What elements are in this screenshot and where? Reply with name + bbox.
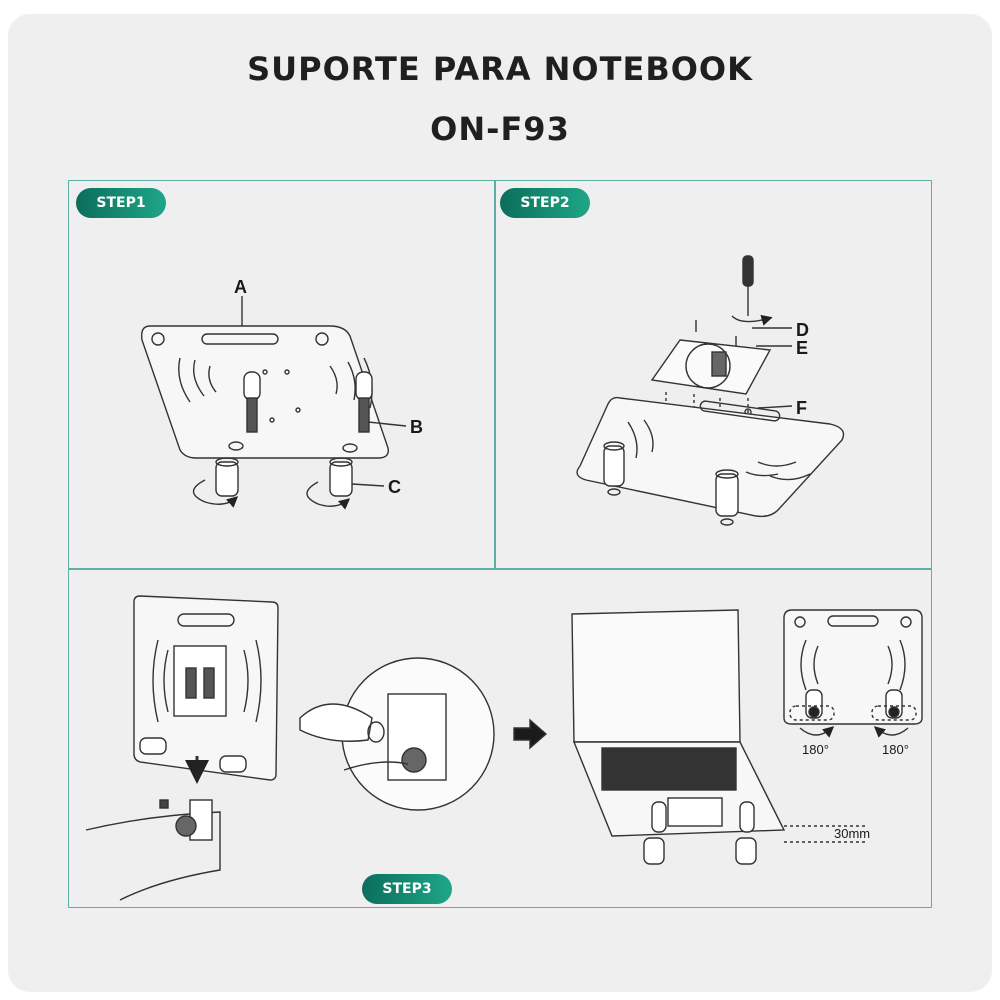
label-e: E [796,338,808,358]
step1-plate-illustration [140,296,407,510]
step3-mount-illustration [85,595,923,901]
step1-panel [68,180,496,570]
label-c: C [388,477,401,497]
label-a: A [234,277,247,297]
step3-panel [68,568,932,908]
step2-panel [494,180,932,570]
rotation-right-label: 180° [882,742,909,757]
label-b: B [410,417,423,437]
background-card [8,14,992,992]
height-label: 30mm [834,826,870,841]
step2-badge: STEP2 [500,188,590,218]
rotation-left-label: 180° [802,742,829,757]
label-d: D [796,320,809,340]
model-number: ON-F93 [430,110,570,148]
page-title: SUPORTE PARA NOTEBOOK [247,50,753,88]
step1-badge: STEP1 [76,188,166,218]
label-f: F [796,398,807,418]
step2-plate-illustration [576,255,845,526]
step3-badge: STEP3 [362,874,452,904]
